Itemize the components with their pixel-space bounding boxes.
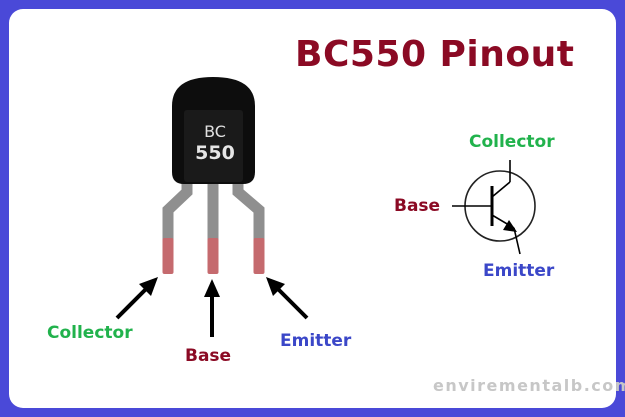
emitter-lead-tip <box>253 238 265 274</box>
pin-label-emitter: Emitter <box>280 331 352 351</box>
pin-label-base: Base <box>185 346 232 366</box>
lead-tips <box>162 238 265 274</box>
symbol-label-emitter: Emitter <box>483 261 555 281</box>
page-title: BC550 Pinout <box>295 34 575 75</box>
pin-arrows <box>115 277 309 337</box>
package-marking-line1: BC <box>204 122 226 141</box>
emitter-arrow-head <box>266 277 285 296</box>
watermark: envirementalb.com <box>433 376 625 395</box>
emitter-lead <box>232 182 265 240</box>
package-marking-line2: 550 <box>195 142 235 164</box>
symbol-emitter-wire <box>513 227 521 255</box>
symbol-label-collector: Collector <box>469 132 555 152</box>
base-lead-tip <box>207 238 219 274</box>
card-background <box>9 9 616 408</box>
symbol-collector-line <box>491 181 511 198</box>
collector-lead <box>162 182 193 240</box>
npn-symbol <box>452 160 536 255</box>
collector-arrow-head <box>139 277 158 296</box>
package-face <box>184 110 243 182</box>
collector-lead-tip <box>162 238 174 274</box>
symbol-label-base: Base <box>394 196 441 216</box>
symbol-emitter-arrow <box>503 220 517 232</box>
base-arrow-head <box>204 279 220 297</box>
emitter-arrow-shaft <box>274 285 309 320</box>
transistor-leads <box>162 182 265 240</box>
collector-arrow-shaft <box>115 285 150 320</box>
pin-label-collector: Collector <box>47 323 133 343</box>
